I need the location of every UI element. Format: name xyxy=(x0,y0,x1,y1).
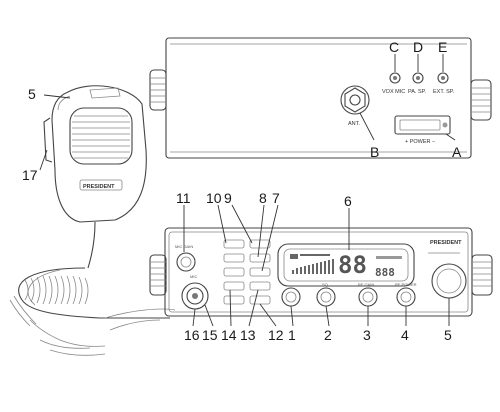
front-left-bracket xyxy=(149,254,167,296)
mic-socket: MIC xyxy=(181,274,209,310)
callout-16: 16 xyxy=(184,327,200,343)
external-speaker-label: EXT. SP. xyxy=(433,89,455,95)
callout-b: B xyxy=(370,144,379,160)
callout-1: 1 xyxy=(288,327,296,343)
button-8 xyxy=(249,253,271,263)
callout-4: 4 xyxy=(401,327,409,343)
callout-15: 15 xyxy=(202,327,218,343)
rear-right-bracket xyxy=(470,79,492,121)
mic-grille xyxy=(69,107,133,165)
callout-6: 6 xyxy=(344,193,352,209)
callout-3: 3 xyxy=(363,327,371,343)
button-scan xyxy=(223,253,245,263)
mic-socket-label: MIC xyxy=(190,274,197,279)
leader-lines xyxy=(183,204,450,327)
button-13 xyxy=(249,281,271,291)
callout-13: 13 xyxy=(240,327,256,343)
channel-knob xyxy=(431,263,467,299)
squelch-label: SQ xyxy=(322,282,328,287)
button-mode xyxy=(223,295,245,305)
button-7 xyxy=(223,267,245,277)
rear-left-bracket xyxy=(149,69,167,111)
vox-mic-jack: VOX MIC xyxy=(382,72,405,95)
frequency-digits: 888 xyxy=(375,266,395,279)
function-buttons xyxy=(223,239,271,305)
callout-9: 9 xyxy=(224,190,232,206)
power-label: + POWER − xyxy=(405,139,435,145)
mic-body xyxy=(51,85,147,223)
channel-digits: 88 xyxy=(338,251,367,279)
button-12 xyxy=(249,295,271,305)
callout-10: 10 xyxy=(206,190,222,206)
button-14 xyxy=(223,281,245,291)
pa-speaker-label: PA. SP. xyxy=(408,89,427,95)
callout-2: 2 xyxy=(324,327,332,343)
callout-d: D xyxy=(413,39,423,55)
rf-gain-knob: RF GAIN xyxy=(358,282,378,307)
front-panel: MIC GAIN MIC xyxy=(149,204,493,327)
button-swr xyxy=(249,267,271,277)
callout-5-top: 5 xyxy=(28,86,36,102)
power-connector: + POWER − xyxy=(394,115,451,145)
callout-5-bottom: 5 xyxy=(444,327,452,343)
rf-power-knob: RF POWER xyxy=(395,282,417,307)
mic-logo-plate: PRESIDENT xyxy=(79,179,123,191)
callout-e: E xyxy=(438,39,447,55)
callout-12: 12 xyxy=(268,327,284,343)
lcd-display: 88 888 xyxy=(277,243,415,287)
ptt-button xyxy=(43,117,53,163)
callouts: 5 17 C D E B A 11 10 9 8 7 6 16 15 14 13… xyxy=(22,39,462,343)
rf-gain-label: RF GAIN xyxy=(358,282,374,287)
callout-14: 14 xyxy=(221,327,237,343)
signal-meter-bars xyxy=(290,254,334,274)
volume-knob xyxy=(281,287,301,307)
mic-gain-knob: MIC GAIN xyxy=(175,244,196,272)
callout-c: C xyxy=(389,39,399,55)
front-right-bracket xyxy=(471,254,493,296)
antenna-connector: ANT. xyxy=(340,85,370,127)
microphone: PRESIDENT xyxy=(9,85,176,356)
pa-speaker-jack: PA. SP. xyxy=(408,72,427,95)
callout-11: 11 xyxy=(176,190,191,206)
mic-brand-label: PRESIDENT xyxy=(83,184,115,190)
antenna-label: ANT. xyxy=(348,121,360,127)
front-brand-label: PRESIDENT xyxy=(430,240,462,246)
button-10 xyxy=(223,239,245,249)
callout-a: A xyxy=(452,144,462,160)
callout-17: 17 xyxy=(22,167,38,183)
rear-panel: ANT. VOX MIC PA. SP. EXT. SP. + POWER − xyxy=(149,37,492,159)
external-speaker-jack: EXT. SP. xyxy=(433,72,455,95)
vox-mic-label: VOX MIC xyxy=(382,89,405,95)
callout-7: 7 xyxy=(272,190,280,206)
rf-power-label: RF POWER xyxy=(395,282,417,287)
callout-8: 8 xyxy=(259,190,267,206)
mic-coiled-cord xyxy=(9,221,176,356)
